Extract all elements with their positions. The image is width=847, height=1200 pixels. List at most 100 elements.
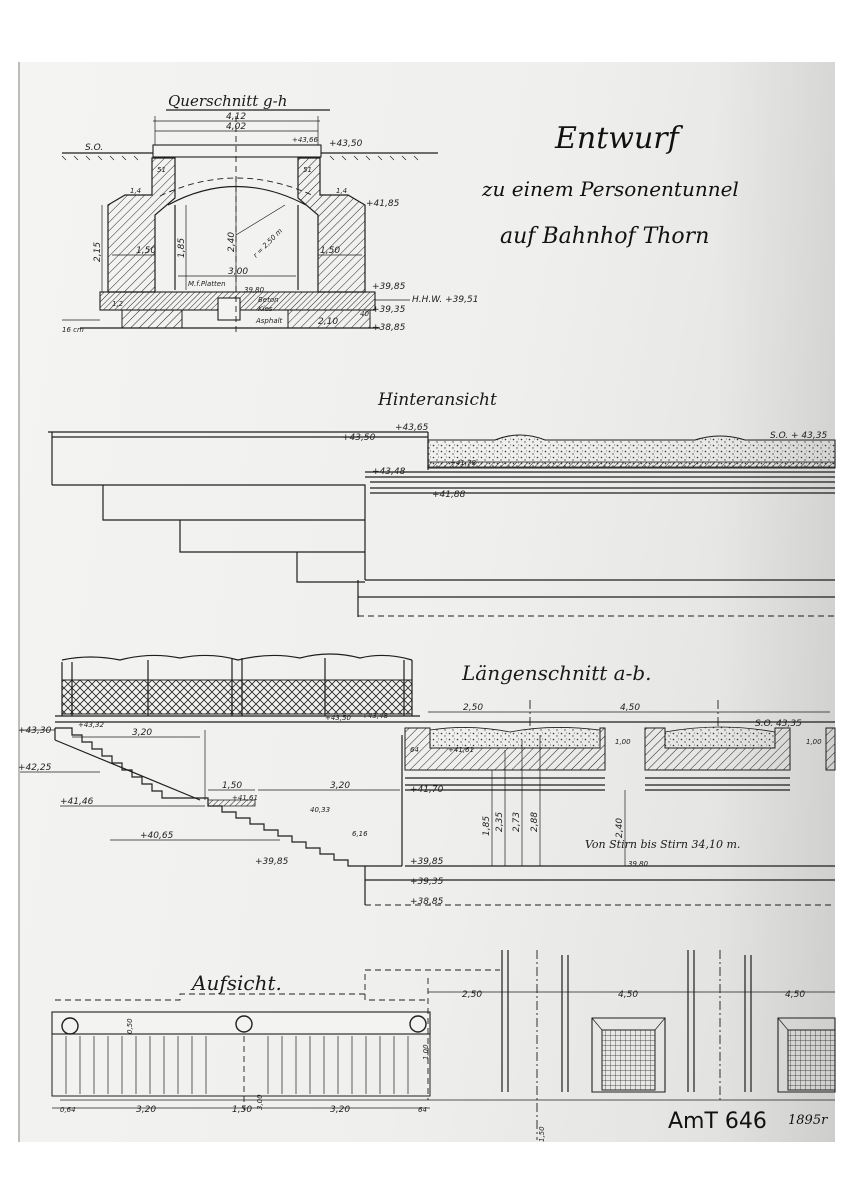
ls-w-150: 1,50 bbox=[222, 781, 242, 791]
ls-lvl-3935: +39,35 bbox=[410, 877, 444, 887]
rv-lvl-4365: +43,65 bbox=[395, 423, 429, 433]
pv-d-064: 0,64 bbox=[60, 1106, 76, 1114]
long-section: Längenschnitt a-b. bbox=[18, 653, 836, 907]
ls-lvl-3985b: +39,85 bbox=[410, 857, 444, 867]
plan-stair-outline bbox=[51, 1033, 431, 1097]
rv-lvl-4350: +43,50 bbox=[342, 433, 376, 443]
cross-section: Querschnitt g-h bbox=[61, 92, 478, 335]
ls-so: S.O. 43,35 bbox=[755, 719, 802, 729]
cs-w-top2: 4,02 bbox=[226, 122, 246, 132]
plan-post-3 bbox=[409, 1015, 427, 1033]
ls-h-288: 2,88 bbox=[530, 812, 540, 832]
gravel-1 bbox=[429, 727, 601, 749]
ls-w-100b: 1,00 bbox=[806, 738, 822, 746]
ls-lvl-4161: +41,61 bbox=[232, 794, 258, 802]
cs-top-level: +43,50 bbox=[329, 139, 363, 149]
cs-so: S.O. bbox=[85, 143, 103, 153]
plan-step-outline-1 bbox=[55, 969, 500, 1001]
cs-left-top-level: +43,66 bbox=[292, 136, 318, 144]
cs-right-small: 1,4 bbox=[336, 187, 347, 195]
pv-w-320a: 3,20 bbox=[136, 1105, 156, 1115]
ls-w-320a: 3,20 bbox=[132, 728, 152, 738]
grate-2-frame bbox=[777, 1017, 836, 1093]
cs-right-level: +41,85 bbox=[366, 199, 400, 209]
ls-w-320b: 3,20 bbox=[330, 781, 350, 791]
drain-channel bbox=[217, 297, 241, 321]
pv-h-300: 3,00 bbox=[256, 1094, 264, 1110]
ls-span-250: 2,50 bbox=[463, 703, 483, 713]
long-section-heading: Längenschnitt a-b. bbox=[461, 661, 652, 685]
cs-ground: 16 cm bbox=[62, 326, 84, 334]
sheet-shadow bbox=[715, 62, 835, 1142]
pv-v-050: 0,50 bbox=[126, 1018, 134, 1034]
railing-posts bbox=[61, 658, 413, 716]
title-line-2: zu einem Personentunnel bbox=[481, 177, 739, 201]
right-abutment bbox=[297, 157, 366, 293]
pv-h-100: 1,00 bbox=[422, 1044, 430, 1060]
rear-view-heading: Hinteransicht bbox=[377, 390, 497, 410]
plan-post-2 bbox=[235, 1015, 253, 1033]
cs-wall-left: 1,50 bbox=[136, 246, 156, 256]
cs-kies: Kies bbox=[258, 305, 273, 313]
track-bed-3 bbox=[825, 727, 836, 771]
ls-lvl-4332: +43,32 bbox=[78, 721, 104, 729]
plan-treads bbox=[65, 1036, 409, 1094]
grate-1-frame bbox=[591, 1017, 666, 1093]
cs-lvl-3885: +38,85 bbox=[372, 323, 406, 333]
landing-slab bbox=[207, 799, 256, 807]
ls-h-185: 1,85 bbox=[482, 816, 492, 836]
cs-right-51: 51 bbox=[303, 166, 312, 174]
title-line-3: auf Bahnhof Thorn bbox=[500, 224, 709, 249]
ls-small-616: 6,16 bbox=[352, 830, 368, 838]
cs-base-40: 40 bbox=[360, 310, 369, 318]
ls-h-273: 2,73 bbox=[512, 812, 522, 832]
cs-base-210: 2,10 bbox=[318, 317, 338, 327]
cs-beton: Beton bbox=[258, 296, 279, 304]
rear-gravel-bed bbox=[427, 434, 836, 469]
stair-profile bbox=[55, 727, 402, 867]
rv-so: S.O. + 43,35 bbox=[770, 431, 827, 441]
pv-v-150: 1,50 bbox=[538, 1126, 546, 1142]
pv-d-64: 64 bbox=[418, 1106, 427, 1114]
cs-h-center: 2,40 bbox=[227, 232, 237, 252]
plan-view: Aufsicht. 2,50 4,50 4,50 0,64 3,20 bbox=[51, 950, 836, 1142]
cs-w-inner: 3,00 bbox=[228, 267, 248, 277]
dim-radius bbox=[235, 204, 286, 236]
railing-lattice bbox=[61, 679, 413, 715]
ls-lvl-4225: +42,25 bbox=[18, 763, 52, 773]
rear-layer-lines bbox=[365, 471, 835, 494]
ls-lvl-3985a: +39,85 bbox=[255, 857, 289, 867]
rear-view: Hinteransicht +43,50 +43,65 +41,78 +43,4… bbox=[48, 390, 836, 617]
cs-lvl-3935: +39,35 bbox=[372, 305, 406, 315]
pv-span-450b: 4,50 bbox=[785, 990, 805, 1000]
rv-lvl-4188: +41,88 bbox=[432, 490, 466, 500]
ls-small-64: 64 bbox=[410, 746, 419, 754]
cs-lvl-3985: +39,85 bbox=[372, 282, 406, 292]
ls-lvl-4330: +43,30 bbox=[18, 726, 52, 736]
cs-radius: r = 2,50 m bbox=[252, 227, 285, 260]
vault-arch bbox=[167, 186, 307, 206]
rear-top-edge bbox=[48, 431, 428, 438]
stair-underside bbox=[54, 728, 201, 801]
cs-h-left: 2,15 bbox=[93, 242, 103, 262]
rear-sleeper-band bbox=[427, 461, 836, 468]
grate-1 bbox=[601, 1029, 656, 1091]
gravel-2 bbox=[664, 726, 776, 749]
cover-slab bbox=[152, 144, 322, 158]
cs-hhw: H.H.W. +39,51 bbox=[412, 295, 478, 305]
cs-w-top1: 4,12 bbox=[226, 112, 246, 122]
ls-lvl-4161b: +41,61 bbox=[448, 746, 474, 754]
archive-number: AmT 646 bbox=[668, 1109, 767, 1134]
plan-rails bbox=[501, 950, 752, 1092]
cs-h-inner: 1,85 bbox=[177, 238, 187, 258]
cs-left-small: 1,4 bbox=[130, 187, 141, 195]
foundation-left bbox=[121, 309, 183, 329]
cs-wall-right: 1,50 bbox=[320, 246, 340, 256]
vault-outer-arch bbox=[159, 177, 315, 197]
ls-h-235: 2,35 bbox=[495, 812, 505, 832]
grate-2-bevel bbox=[777, 1017, 789, 1031]
slab-layers bbox=[405, 777, 790, 791]
left-abutment bbox=[107, 157, 176, 293]
ground-hatch bbox=[61, 155, 419, 161]
